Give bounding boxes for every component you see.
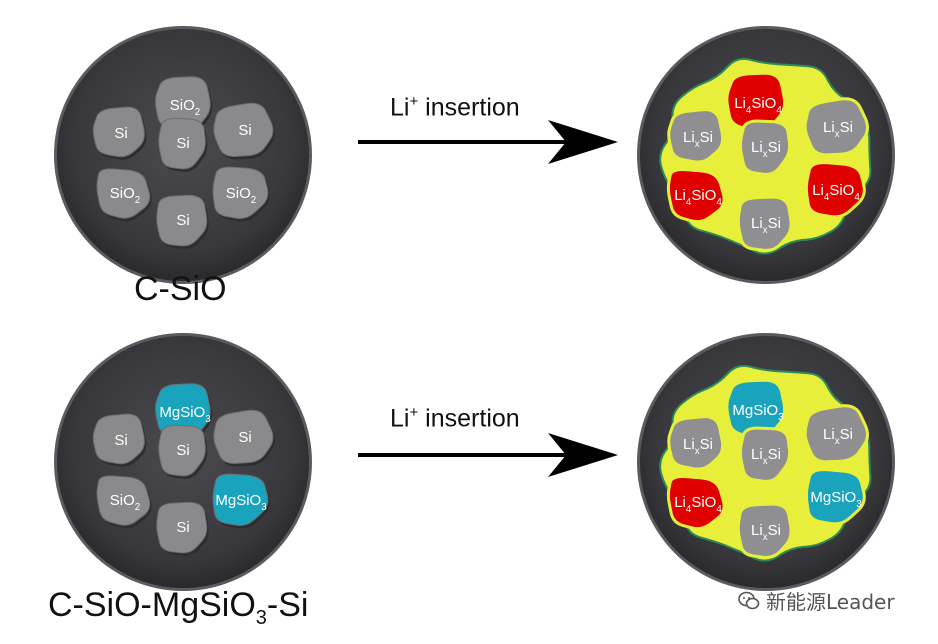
bottom-before-grain: [212, 473, 269, 526]
top-after-grain: [804, 161, 866, 219]
top-before-grain-label: Si: [176, 212, 189, 229]
bottom-before-grain-label: SiO2: [110, 492, 140, 513]
top-after-grain-label: Li4SiO4: [734, 95, 782, 116]
bottom-after-grain: [804, 468, 866, 526]
top-arrow-label-sup: +: [409, 93, 419, 110]
top-before-grain-label: SiO2: [110, 185, 140, 206]
top-before-grain: [158, 117, 206, 170]
top-after-grain-label: LixSi: [751, 139, 781, 160]
top-after-grain: [738, 119, 792, 176]
bottom-caption-sub: 3: [255, 606, 267, 629]
bottom-arrow-label-main: Li: [390, 404, 410, 433]
bottom-arrow-label-sup: +: [409, 404, 419, 421]
bottom-before-grain-label: Si: [114, 432, 127, 449]
top-before-grain-label: Si: [238, 122, 251, 139]
top-after-grain: [667, 108, 725, 164]
top-arrow-label: Li+ insertion: [390, 93, 520, 122]
top-before-grain: [156, 194, 208, 247]
top-before-grain-label: Si: [114, 125, 127, 142]
top-after-grain: [803, 97, 869, 157]
top-arrow-label-main: Li: [390, 93, 410, 122]
bottom-after-grain-label: LixSi: [751, 522, 781, 543]
top-arrow-label-rest: insertion: [418, 93, 520, 122]
bottom-after-grain: [667, 415, 725, 471]
top-before-grain: [213, 102, 274, 157]
top-before-grain-label: SiO2: [226, 185, 256, 206]
top-before-grain-label: SiO2: [170, 97, 200, 118]
top-after-grain-label: LixSi: [683, 129, 713, 150]
top-caption-text: C-SiO: [134, 270, 227, 308]
bottom-after-grain-label: LixSi: [823, 426, 853, 447]
bottom-before-grain-label: Si: [176, 519, 189, 536]
arrows: [358, 120, 618, 477]
bottom-after-grain-label: LixSi: [683, 436, 713, 457]
bottom-after-grain: [738, 426, 792, 483]
top-before-grain: [92, 106, 145, 158]
bottom-before-grain: [92, 413, 145, 465]
top-after-grain: [666, 168, 726, 224]
bottom-before-grain-label: MgSiO3: [215, 492, 266, 513]
bottom-caption: C-SiO-MgSiO3-Si: [48, 586, 308, 630]
bottom-before-grain-label: Si: [238, 429, 251, 446]
bottom-caption-rest: -Si: [266, 586, 309, 624]
bottom-before-grain: [158, 424, 206, 477]
bottom-after-grain-label: LixSi: [751, 446, 781, 467]
bottom-after-grain-label: Li4SiO4: [674, 494, 722, 515]
top-after-grain-label: LixSi: [751, 215, 781, 236]
bottom-caption-main: C-SiO-MgSiO: [48, 586, 256, 624]
bottom-after-grain: [803, 404, 869, 464]
bottom-before-grain: [96, 475, 151, 526]
top-before-grain: [212, 166, 269, 219]
bottom-before-grain-label: Si: [176, 442, 189, 459]
top-after-grain: [736, 195, 793, 252]
bottom-arrow-head: [548, 433, 618, 477]
top-arrow-head: [548, 120, 618, 164]
bottom-after-grain-label: MgSiO3: [810, 489, 861, 510]
top-caption: C-SiO: [134, 270, 227, 309]
wechat-icon: [738, 591, 760, 609]
bottom-arrow-label-rest: insertion: [418, 404, 520, 433]
watermark-text: 新能源Leader: [766, 590, 895, 614]
top-after-grain-label: LixSi: [823, 119, 853, 140]
bottom-after-grain: [736, 502, 793, 559]
bottom-after-grain: [666, 475, 726, 531]
bottom-arrow-label: Li+ insertion: [390, 404, 520, 433]
top-after-grain-label: Li4SiO4: [674, 187, 722, 208]
top-after-particle: Li4SiO4LixSiLixSiLixSiLi4SiO4Li4SiO4LixS…: [637, 26, 895, 284]
bottom-before-grain: [213, 409, 274, 464]
bottom-after-grain-label: MgSiO3: [732, 402, 783, 423]
top-after-grain-label: Li4SiO4: [812, 182, 860, 203]
top-before-grain: [96, 168, 151, 219]
bottom-before-grain-label: MgSiO3: [159, 404, 210, 425]
top-before-grain-label: Si: [176, 135, 189, 152]
bottom-before-grain: [156, 501, 208, 554]
watermark: 新能源Leader: [738, 586, 895, 615]
